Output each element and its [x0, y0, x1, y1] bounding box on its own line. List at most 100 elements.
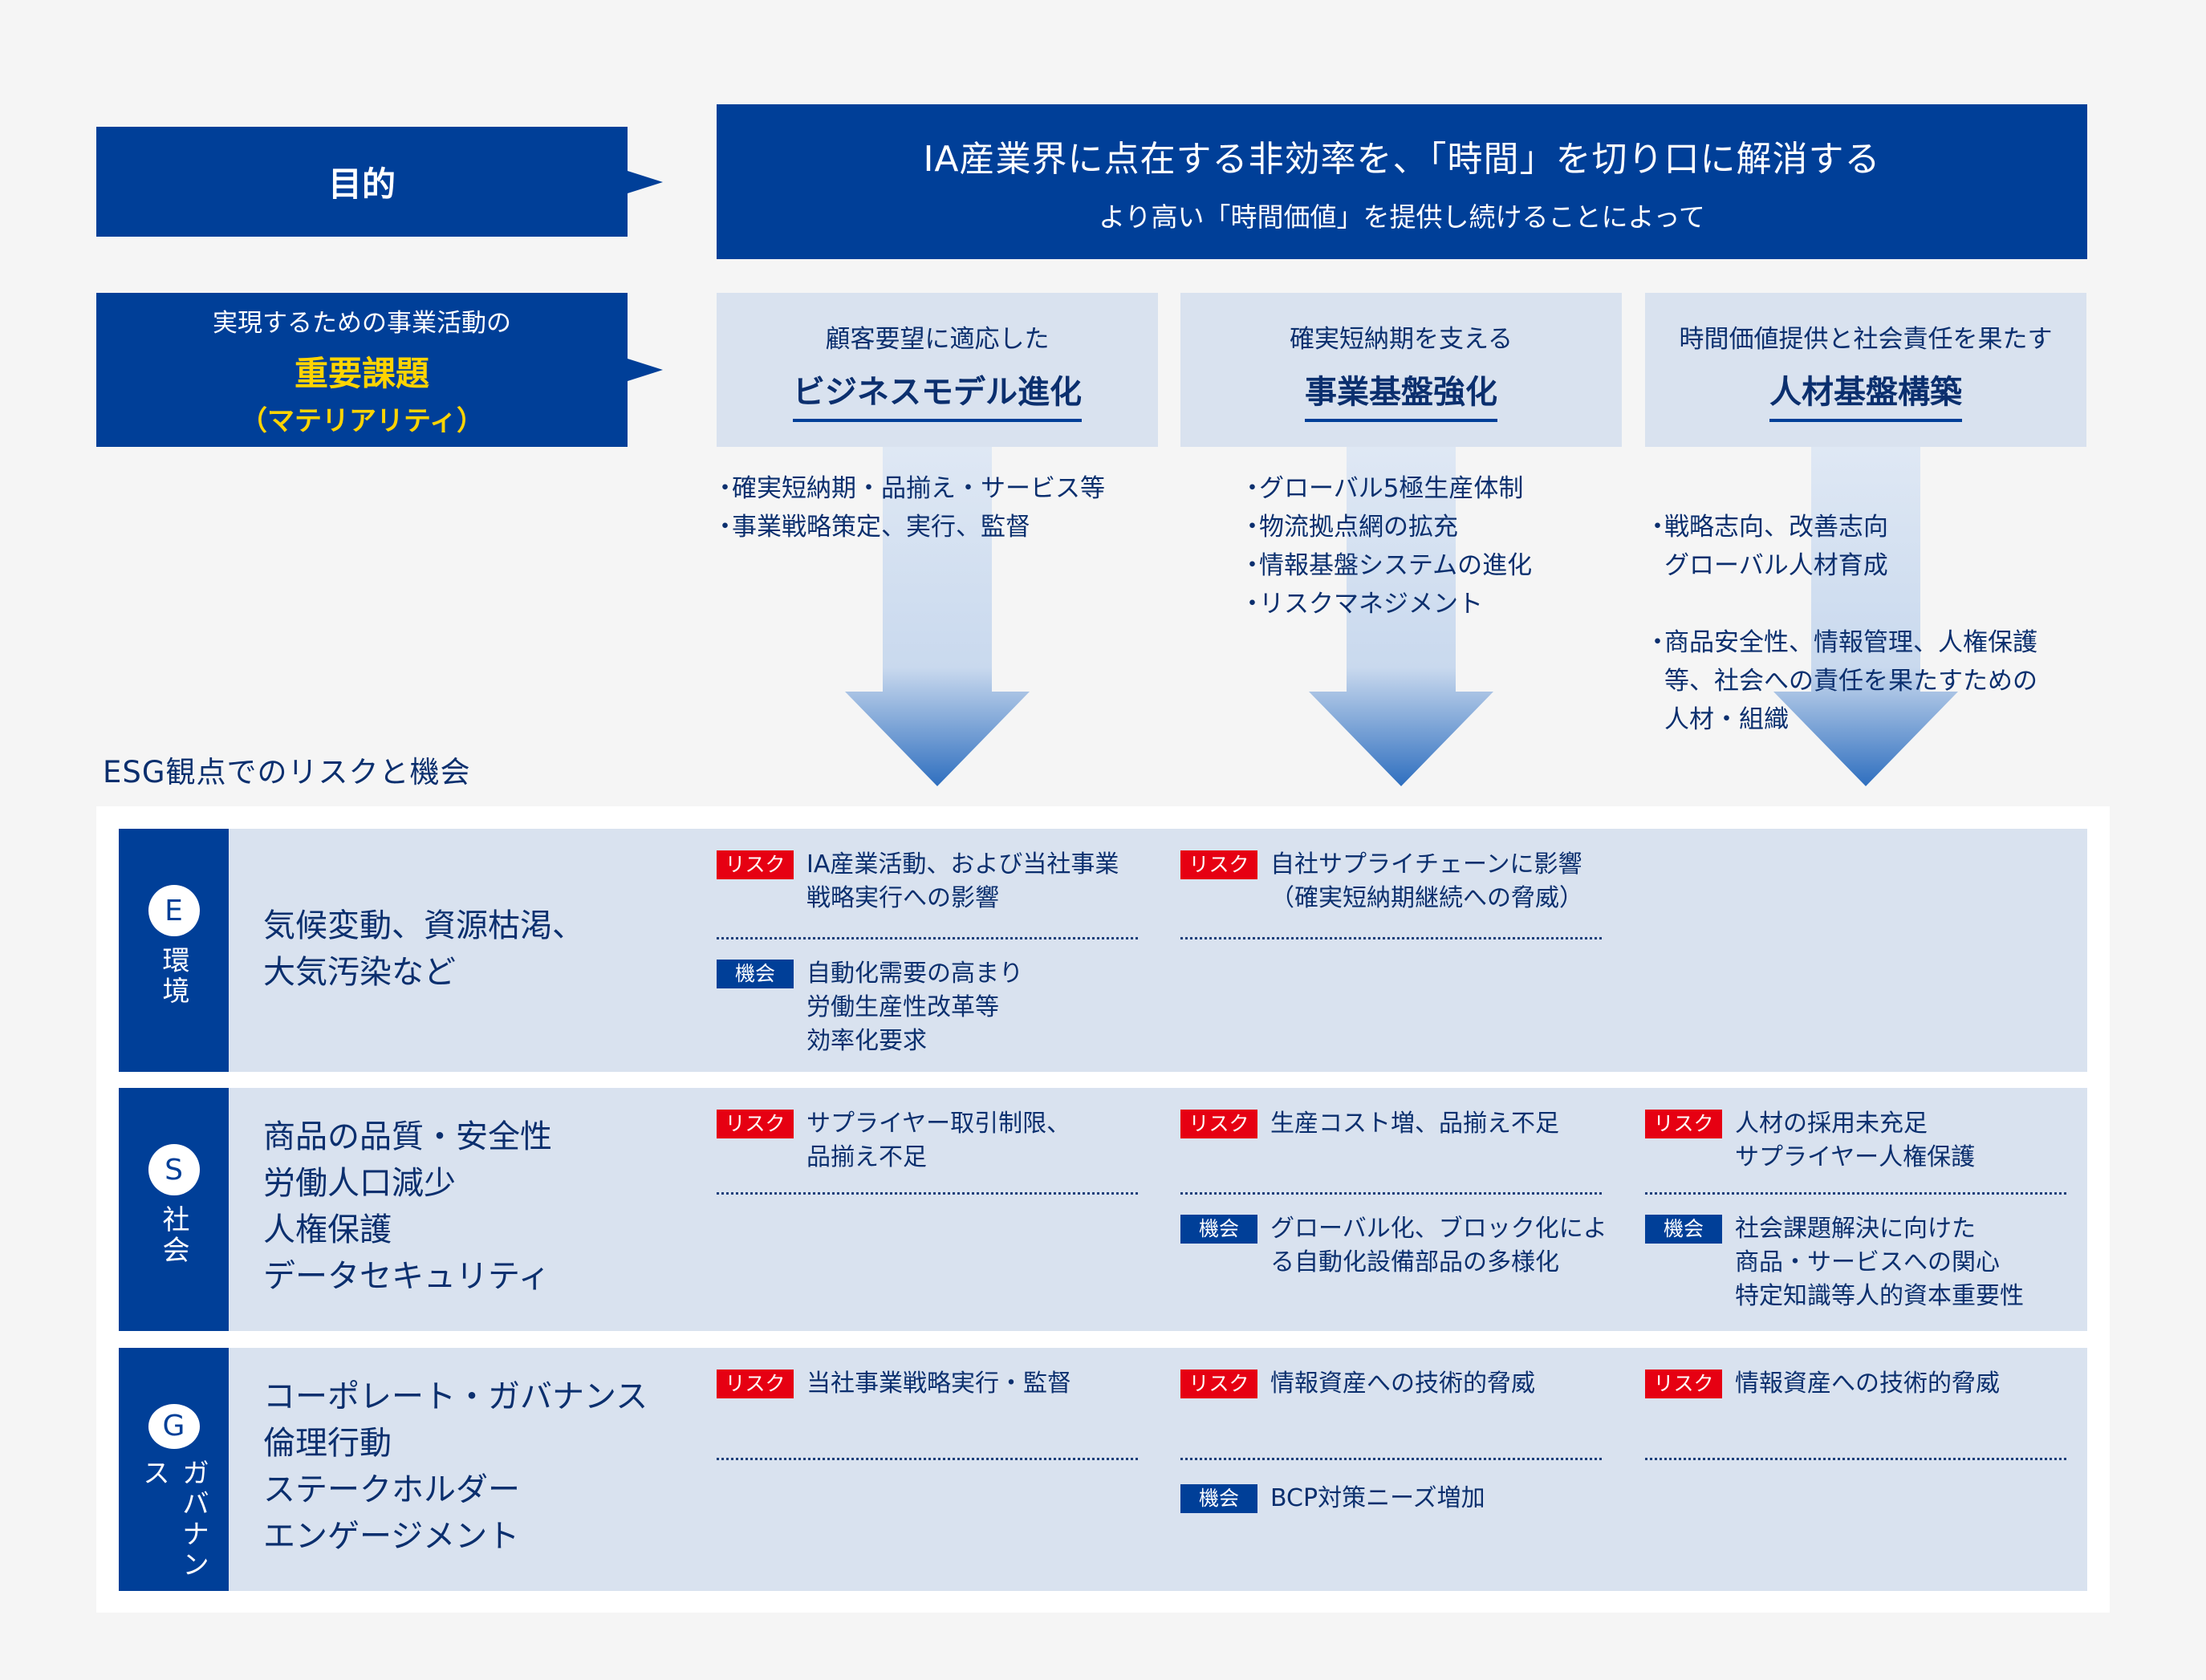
down-arrow-icon	[845, 447, 1030, 786]
risk-text: 生産コスト増、品揃え不足	[1270, 1110, 1559, 1138]
row-name: 社会	[157, 1205, 189, 1266]
row-tab: G ガバナンス	[119, 1348, 229, 1591]
column-subtitle: 確実短納期を支える	[1289, 324, 1513, 354]
opportunity-tag: 機会	[1180, 1215, 1257, 1244]
opportunity-tag: 機会	[1180, 1484, 1257, 1513]
cell-risk: リスク自社サプライチェーンに影響 （確実短納期継続への脅威）	[1180, 848, 1583, 915]
row-topics: コーポレート・ガバナンス 倫理行動 ステークホルダー エンゲージメント	[263, 1374, 648, 1560]
risk-tag: リスク	[1180, 850, 1257, 879]
risk-text: 情報資産への技術的脅威	[1270, 1370, 1535, 1398]
topic-item: ステークホルダー	[263, 1471, 520, 1508]
opportunity-text: BCP対策ニーズ増加	[1270, 1484, 1485, 1512]
cell-risk: リスク情報資産への技術的脅威	[1180, 1367, 1535, 1401]
dotted-divider	[717, 1458, 1138, 1460]
dotted-divider	[1645, 1192, 2066, 1195]
opportunity-tag: 機会	[717, 960, 794, 988]
materiality-bullets-1: ・確実短納期・品揃え・サービス等 ・事業戦略策定、実行、監督	[713, 469, 1105, 546]
topic-item: 大気汚染など	[263, 954, 456, 991]
risk-text: サプライヤー取引制限、 品揃え不足	[806, 1110, 1071, 1171]
row-topics: 気候変動、資源枯渇、 大気汚染など	[263, 903, 584, 996]
topic-item: 商品の品質・安全性	[263, 1118, 552, 1155]
topic-item: コーポレート・ガバナンス	[263, 1378, 648, 1415]
row-name: ガバナンス	[137, 1458, 209, 1581]
row-letter-badge: S	[148, 1144, 200, 1195]
materiality-column-1: 顧客要望に適応した ビジネスモデル進化	[717, 293, 1158, 447]
purpose-sub-text: より高い「時間価値」を提供し続けることによって	[1099, 201, 1705, 233]
dotted-divider	[1180, 1458, 1602, 1460]
cell-opportunity: 機会自動化需要の高まり 労働生産性改革等 効率化要求	[717, 957, 1023, 1058]
esg-heading: ESG観点でのリスクと機会	[103, 755, 471, 789]
materiality-label-line1: 実現するための事業活動の	[213, 308, 511, 338]
topic-item: エンゲージメント	[263, 1518, 520, 1555]
opportunity-text: グローバル化、ブロック化によ る自動化設備部品の多様化	[1270, 1215, 1607, 1276]
column-title: ビジネスモデル進化	[793, 366, 1082, 422]
opportunity-text: 自動化需要の高まり 労働生産性改革等 効率化要求	[806, 960, 1023, 1055]
bullet-item: ・事業戦略策定、実行、監督	[713, 513, 1030, 542]
cell-risk: リスク人材の採用未充足 サプライヤー人権保護	[1645, 1107, 1975, 1175]
row-tab: E 環境	[119, 829, 229, 1072]
row-letter-badge: E	[148, 885, 200, 936]
risk-text: IA産業活動、および当社事業 戦略実行への影響	[806, 850, 1119, 912]
risk-text: 人材の採用未充足 サプライヤー人権保護	[1735, 1110, 1976, 1171]
purpose-label: 目的	[96, 127, 663, 237]
dotted-divider	[717, 937, 1138, 939]
row-letter-badge: G	[148, 1404, 200, 1449]
dotted-divider	[717, 1192, 1138, 1195]
bullet-item: ・情報基盤システムの進化	[1240, 551, 1533, 580]
bullet-item: ・戦略志向、改善志向 グローバル人材育成	[1645, 513, 1888, 580]
down-arrow-icon	[1309, 447, 1493, 786]
materiality-bullets-2: ・グローバル5極生産体制 ・物流拠点網の拡充 ・情報基盤システムの進化 ・リスク…	[1240, 469, 1532, 623]
dotted-divider	[1180, 1192, 1602, 1195]
bullet-item: ・確実短納期・品揃え・サービス等	[713, 474, 1105, 503]
risk-text: 情報資産への技術的脅威	[1735, 1370, 2000, 1398]
bullet-item: ・商品安全性、情報管理、人権保護 等、社会への責任を果たすための 人材・組織	[1645, 628, 2037, 734]
risk-tag: リスク	[717, 850, 794, 879]
column-title: 事業基盤強化	[1305, 366, 1497, 422]
bullet-item: ・物流拠点網の拡充	[1240, 513, 1458, 542]
cell-risk: リスク生産コスト増、品揃え不足	[1180, 1107, 1559, 1141]
bullet-item: ・リスクマネジメント	[1240, 590, 1483, 619]
row-name: 環境	[157, 946, 189, 1007]
opportunity-text: 社会課題解決に向けた 商品・サービスへの関心 特定知識等人的資本重要性	[1735, 1215, 2024, 1310]
topic-item: データセキュリティ	[263, 1258, 550, 1295]
risk-tag: リスク	[1645, 1370, 1722, 1398]
cell-risk: リスク情報資産への技術的脅威	[1645, 1367, 2000, 1401]
materiality-column-3: 時間価値提供と社会責任を果たす 人材基盤構築	[1645, 293, 2086, 447]
topic-item: 気候変動、資源枯渇、	[263, 907, 584, 944]
esg-row-social: S 社会 商品の品質・安全性 労働人口減少 人権保護 データセキュリティ リスク…	[119, 1088, 2087, 1331]
risk-tag: リスク	[717, 1110, 794, 1138]
bullet-item: ・グローバル5極生産体制	[1240, 474, 1524, 503]
purpose-box: IA産業界に点在する非効率を、「時間」を切り口に解消する より高い「時間価値」を…	[717, 104, 2087, 259]
materiality-label-line3: （マテリアリティ）	[240, 404, 484, 437]
risk-text: 当社事業戦略実行・監督	[806, 1370, 1071, 1398]
materiality-column-2: 確実短納期を支える 事業基盤強化	[1180, 293, 1622, 447]
opportunity-tag: 機会	[1645, 1215, 1722, 1244]
topic-item: 人権保護	[263, 1211, 392, 1248]
cell-opportunity: 機会社会課題解決に向けた 商品・サービスへの関心 特定知識等人的資本重要性	[1645, 1212, 2024, 1313]
purpose-label-text: 目的	[327, 164, 396, 204]
esg-row-environment: E 環境 気候変動、資源枯渇、 大気汚染など リスク IA産業活動、および当社事業…	[119, 829, 2087, 1072]
esg-row-governance: G ガバナンス コーポレート・ガバナンス 倫理行動 ステークホルダー エンゲージ…	[119, 1348, 2087, 1591]
cell-opportunity: 機会 BCP対策ニーズ増加	[1180, 1482, 1485, 1516]
risk-tag: リスク	[1645, 1110, 1722, 1138]
cell-opportunity: 機会グローバル化、ブロック化によ る自動化設備部品の多様化	[1180, 1212, 1607, 1280]
column-subtitle: 時間価値提供と社会責任を果たす	[1679, 324, 2053, 354]
dotted-divider	[1180, 937, 1602, 939]
risk-tag: リスク	[717, 1370, 794, 1398]
materiality-label: 実現するための事業活動の 重要課題 （マテリアリティ）	[96, 293, 663, 447]
risk-tag: リスク	[1180, 1110, 1257, 1138]
column-title: 人材基盤構築	[1769, 366, 1962, 422]
risk-tag: リスク	[1180, 1370, 1257, 1398]
cell-risk: リスク当社事業戦略実行・監督	[717, 1367, 1071, 1401]
materiality-bullets-3: ・戦略志向、改善志向 グローバル人材育成 ・商品安全性、情報管理、人権保護 等、…	[1645, 469, 2037, 777]
risk-text: 自社サプライチェーンに影響 （確実短納期継続への脅威）	[1270, 850, 1583, 912]
purpose-main-text: IA産業界に点在する非効率を、「時間」を切り口に解消する	[923, 138, 1881, 180]
row-tab: S 社会	[119, 1088, 229, 1331]
cell-risk: リスク IA産業活動、および当社事業 戦略実行への影響	[717, 848, 1119, 915]
down-arrow-icon	[1773, 447, 1958, 786]
dotted-divider	[1645, 1458, 2066, 1460]
materiality-label-line2: 重要課題	[294, 353, 429, 393]
cell-risk: リスクサプライヤー取引制限、 品揃え不足	[717, 1107, 1070, 1175]
topic-item: 倫理行動	[263, 1425, 392, 1462]
row-topics: 商品の品質・安全性 労働人口減少 人権保護 データセキュリティ	[263, 1114, 552, 1300]
